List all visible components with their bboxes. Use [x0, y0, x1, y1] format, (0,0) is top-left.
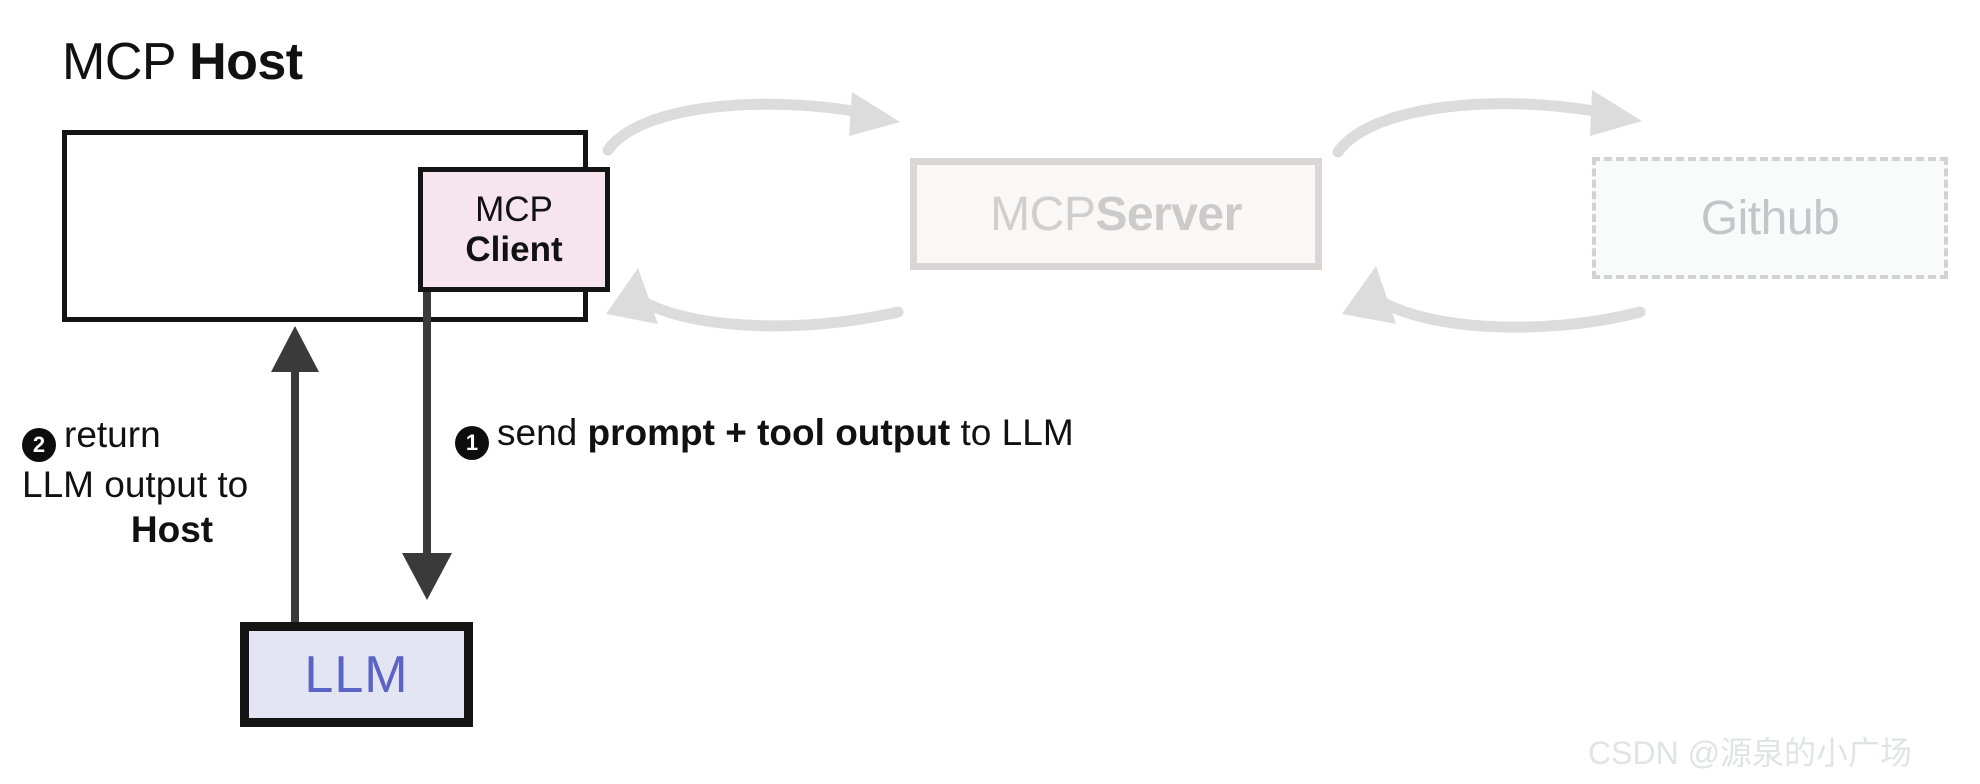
step-1-text-part1: send	[497, 412, 588, 453]
server-to-client-arrow	[606, 268, 904, 332]
step-2-text-part3: Host	[130, 509, 214, 551]
mcp-host-title-bold: Host	[189, 33, 303, 91]
github-box[interactable]: Github	[1592, 157, 1948, 279]
step-2-text-part1: return	[64, 414, 161, 455]
mcp-server-label-light: MCP	[990, 187, 1096, 241]
llm-box[interactable]: LLM	[240, 622, 473, 727]
github-label: Github	[1700, 191, 1840, 245]
mcp-server-label-bold: Server	[1095, 187, 1242, 241]
mcp-server-box[interactable]: MCP Server	[910, 158, 1322, 270]
csdn-watermark: CSDN @源泉的小广场	[1588, 735, 1913, 771]
llm-label: LLM	[304, 645, 409, 704]
client-to-server-arrow	[602, 92, 900, 156]
mcp-client-box[interactable]: MCP Client	[418, 167, 610, 292]
mcp-client-label-line2: Client	[465, 229, 563, 269]
step-2-text-part2: LLM output to	[22, 464, 249, 505]
step-1-text-part2: prompt + tool output	[587, 412, 951, 453]
step-2-badge: 2	[22, 428, 56, 462]
step-1-text-part3: to LLM	[950, 412, 1074, 453]
mcp-host-title-light: MCP	[62, 33, 190, 91]
host-to-llm-arrow	[402, 292, 452, 600]
mcp-host-title: MCP Host	[62, 36, 303, 88]
server-to-github-arrow	[1332, 90, 1642, 158]
step-1-badge: 1	[455, 426, 489, 460]
mcp-client-label-line1: MCP	[475, 190, 553, 230]
